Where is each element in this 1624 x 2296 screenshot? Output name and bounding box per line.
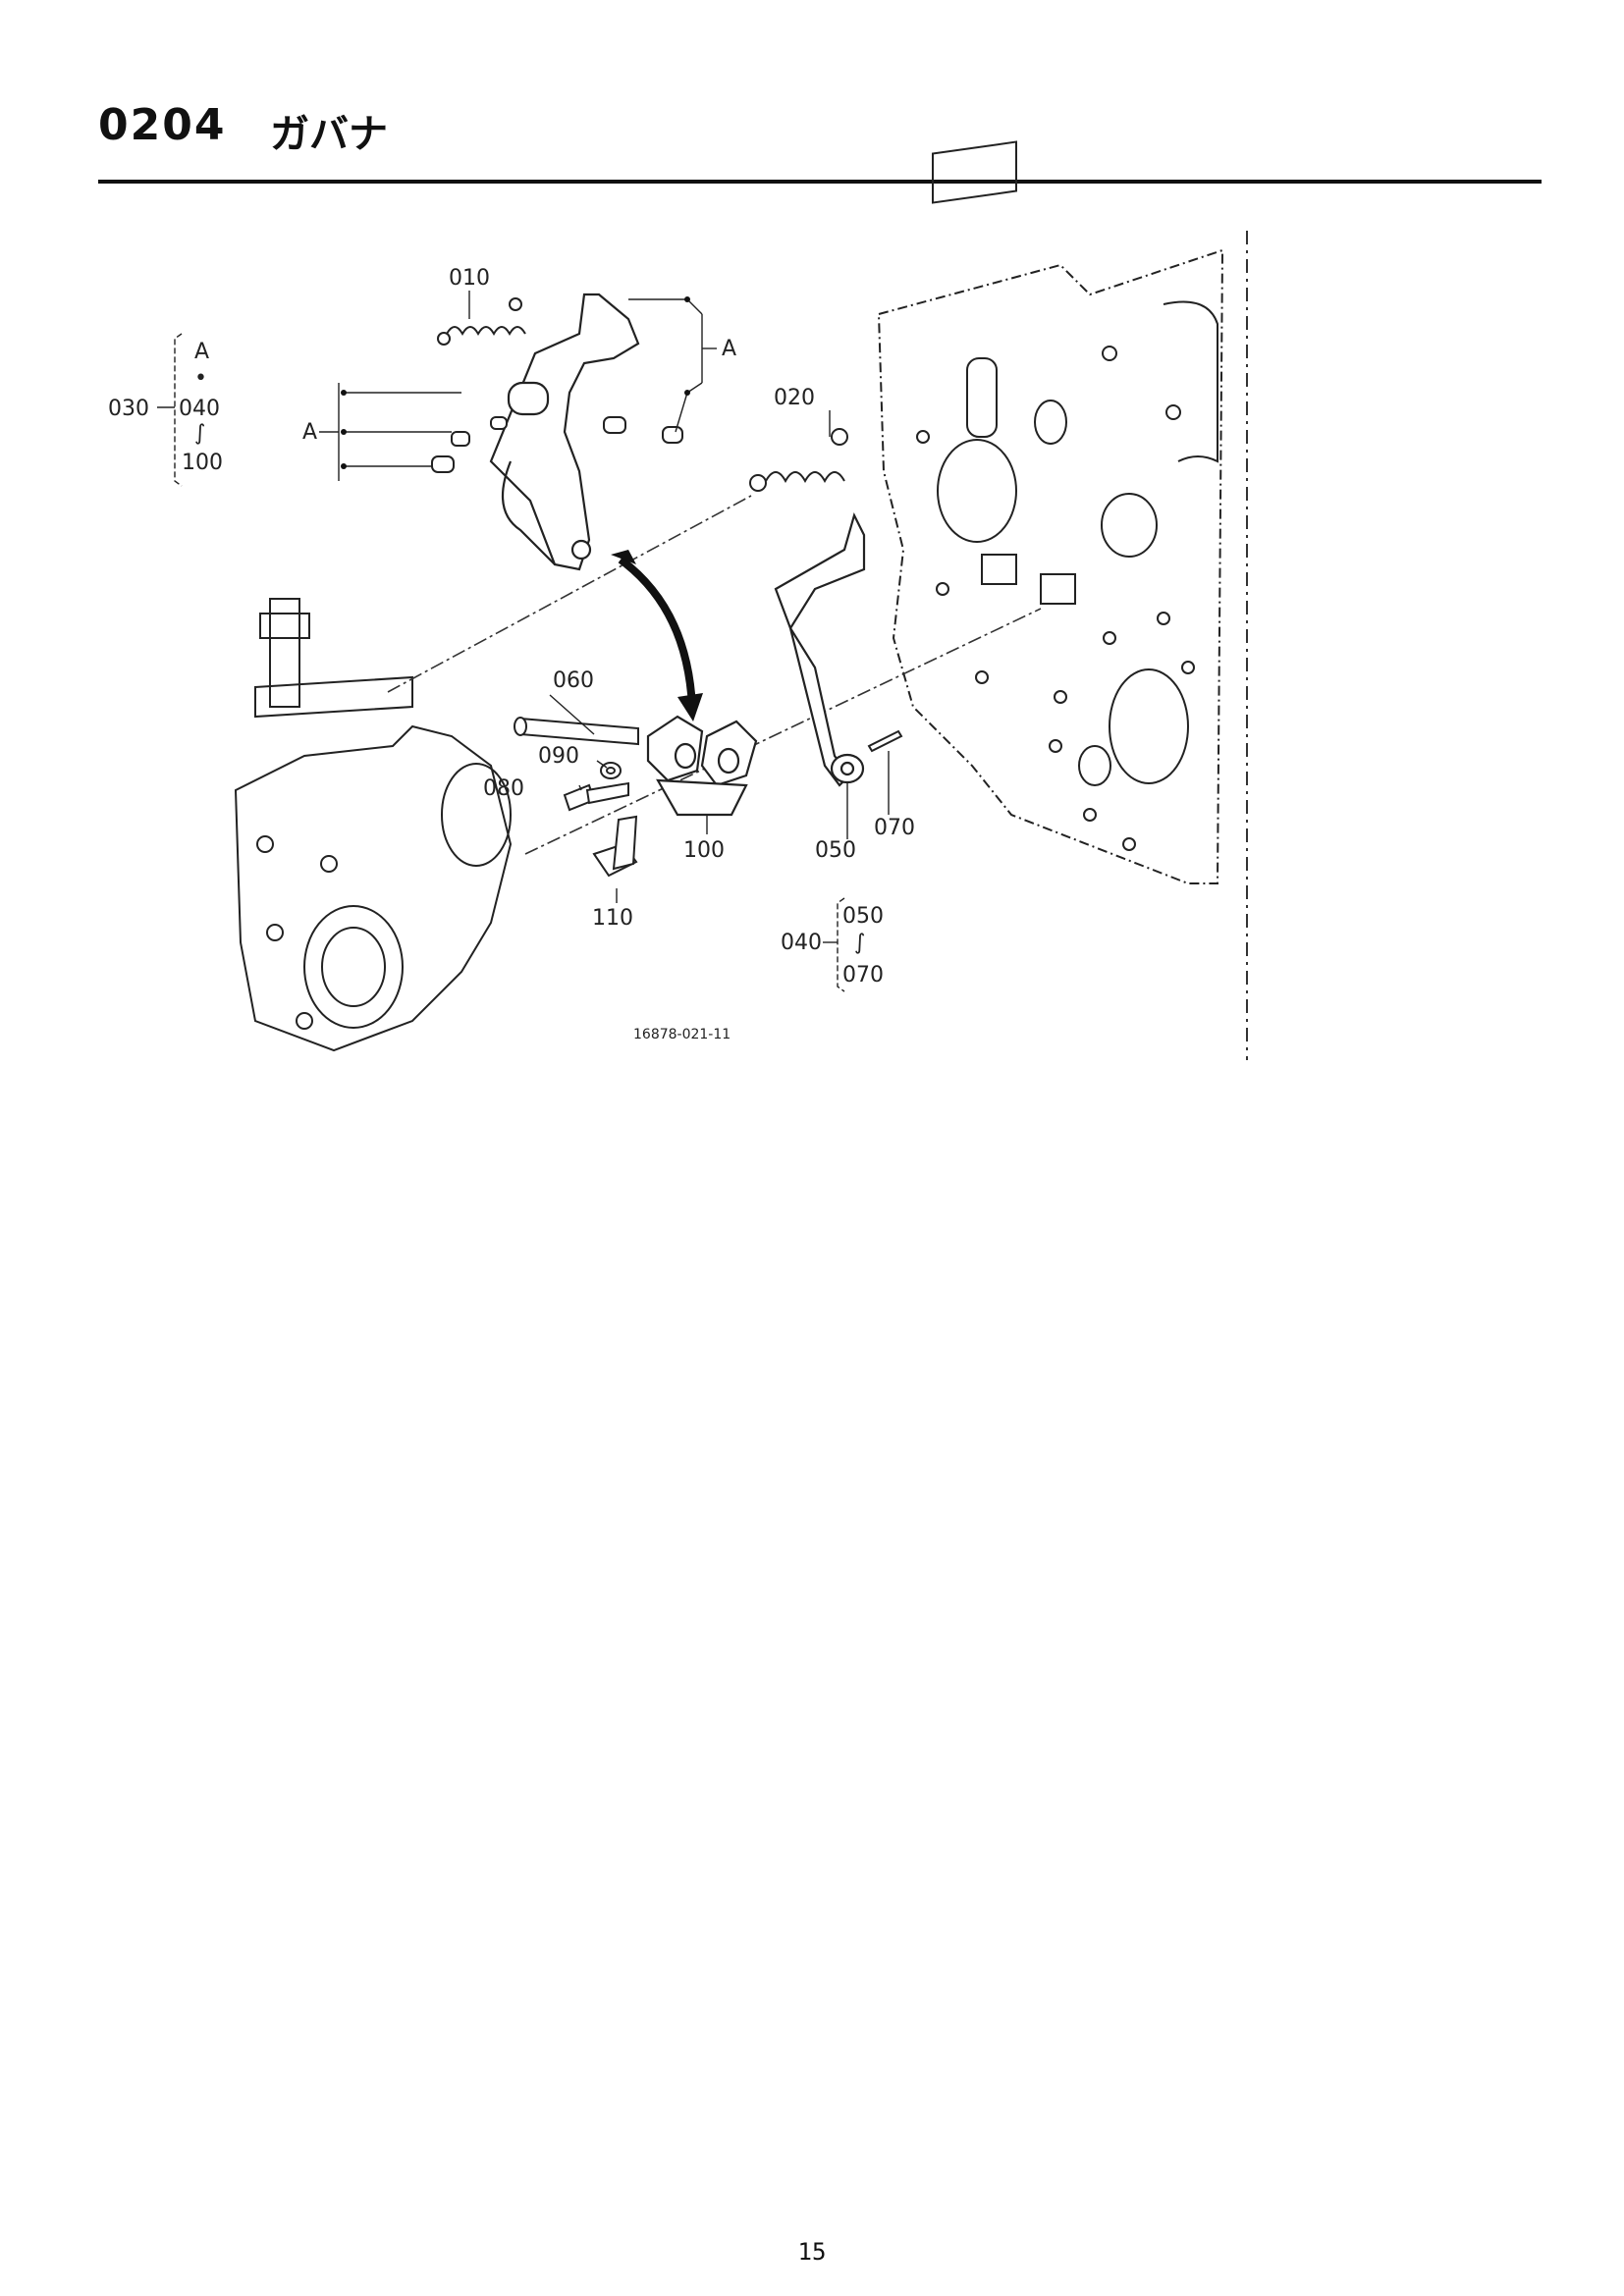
spring-020	[749, 428, 848, 492]
callout-110: 110	[592, 906, 633, 931]
governor-fork-lever	[489, 293, 640, 571]
shaft-060	[514, 717, 639, 746]
ref-a-right: A	[722, 337, 736, 361]
header-rule	[98, 180, 1542, 184]
arrow-tail	[611, 550, 636, 564]
callout-020: 020	[774, 386, 815, 410]
small-parts-a	[431, 416, 683, 473]
group-030-id: 030	[108, 397, 149, 421]
bracket-100	[646, 715, 758, 817]
section-number: 0204	[98, 100, 227, 150]
chain-line-arm	[524, 608, 1042, 855]
callout-050: 050	[815, 838, 856, 863]
callout-090: 090	[538, 744, 579, 769]
callout-070: 070	[874, 816, 915, 840]
section-title: ガバナ	[270, 112, 388, 157]
group-030-to: 100	[182, 451, 223, 475]
group-040: 050 040 ∫ 070	[781, 904, 884, 988]
assembly-arrow	[618, 556, 696, 708]
gear-case-outline	[234, 598, 513, 1052]
group-030-tilde: ∫	[194, 421, 205, 446]
engine-block-outline	[877, 140, 1224, 884]
parts-diagram: 010 020 060 090 080 100 050 070 110 A A …	[108, 140, 1248, 1060]
group-040-tilde: ∫	[854, 931, 865, 955]
callout-100: 100	[683, 838, 725, 863]
group-040-to: 070	[842, 963, 884, 988]
page-header: 0204 ガバナ	[98, 90, 1542, 185]
ref-a-left: A	[302, 420, 317, 445]
callout-010: 010	[449, 266, 490, 291]
group-030-from: 040	[179, 397, 220, 421]
group-040-id: 040	[781, 931, 822, 955]
group-030: A • 030 040 ∫ 100	[108, 340, 223, 475]
group-030-top: A	[194, 340, 209, 364]
callout-080: 080	[483, 776, 524, 801]
leader-dots	[341, 296, 690, 469]
chain-line-shaft	[387, 495, 752, 693]
group-040-from: 050	[842, 904, 884, 929]
group-030-bullet: •	[194, 366, 207, 391]
spring-010	[437, 297, 526, 346]
leader-lines	[157, 291, 890, 992]
assembly-arrow-head	[677, 693, 703, 721]
governor-arm-050	[774, 511, 866, 787]
page-number: 15	[797, 2238, 827, 2266]
fasteners	[563, 729, 903, 878]
drawing-id: 16878-021-11	[633, 1027, 731, 1042]
callout-060: 060	[553, 668, 594, 693]
